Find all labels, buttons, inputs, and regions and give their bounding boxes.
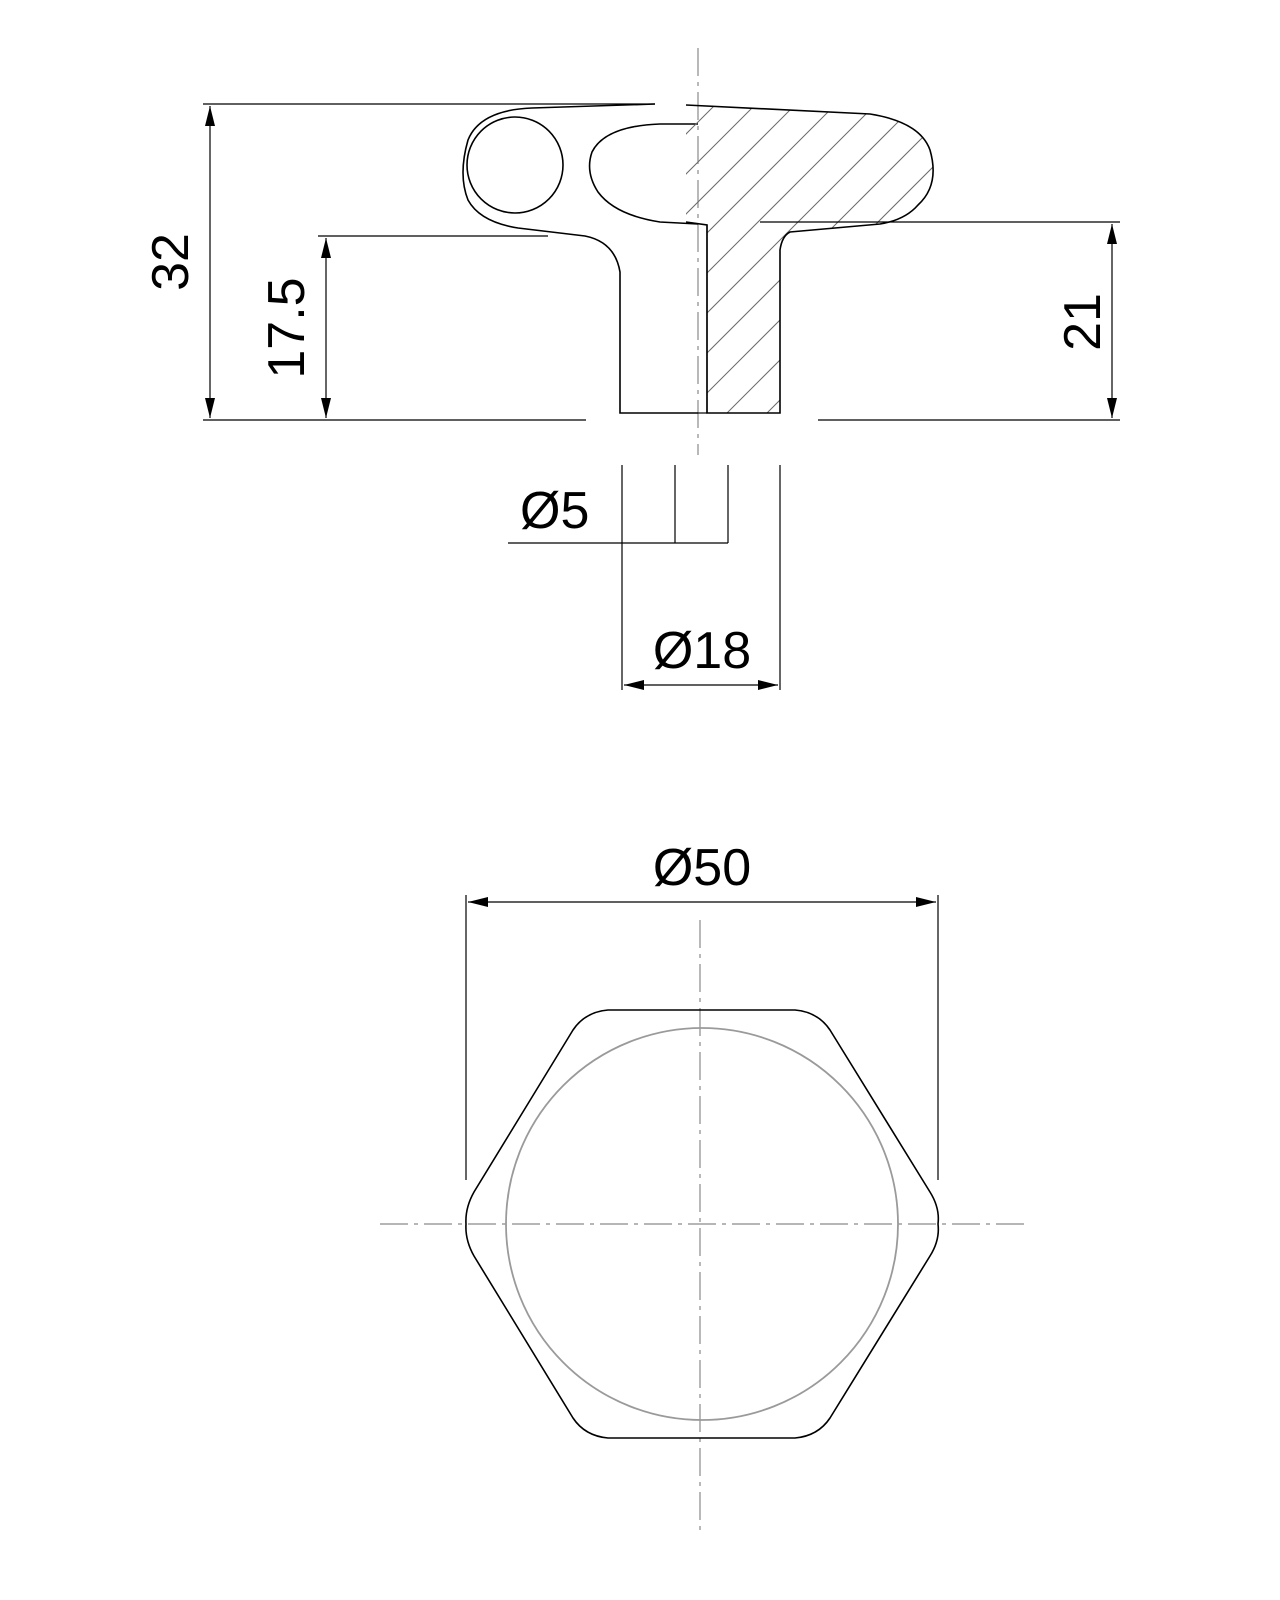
oval-recess (588, 123, 699, 225)
side-view (462, 48, 934, 455)
side-dimensions: 32 17.5 21 Ø5 Ø18 (142, 103, 1120, 690)
inner-circle (505, 1027, 899, 1421)
dim-d50-label: Ø50 (653, 839, 751, 897)
knob-left-outline (462, 103, 698, 414)
top-view: Ø50 (380, 839, 1025, 1530)
section-hatching (686, 105, 934, 413)
dim-21-label: 21 (1054, 293, 1112, 351)
knob-right-section-outline (685, 104, 934, 414)
dim-17-5-label: 17.5 (258, 277, 316, 378)
dim-32-label: 32 (142, 233, 200, 291)
finger-hole-circle (466, 116, 564, 214)
dim-d18-label: Ø18 (653, 622, 751, 680)
hexagonal-knob-outline (465, 1009, 940, 1439)
dim-d5-label: Ø5 (520, 482, 589, 540)
